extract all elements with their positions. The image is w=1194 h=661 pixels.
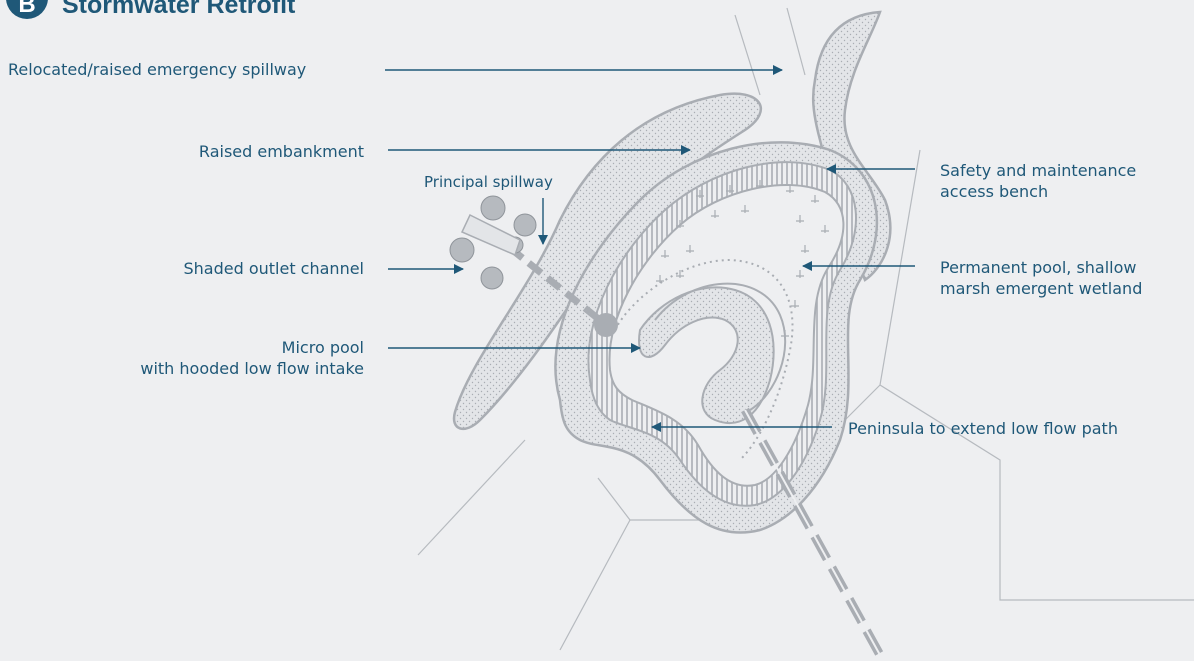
label-permanent-pool-line1: Permanent pool, shallow [940, 257, 1142, 278]
label-permanent-pool-line2: marsh emergent wetland [940, 278, 1142, 299]
label-permanent-pool: Permanent pool, shallow marsh emergent w… [940, 257, 1142, 299]
label-micro-pool-line1: Micro pool [140, 337, 364, 358]
label-safety-bench-line2: access bench [940, 181, 1136, 202]
label-raised-embankment: Raised embankment [199, 141, 364, 162]
label-safety-bench-line1: Safety and maintenance [940, 160, 1136, 181]
label-micro-pool: Micro pool with hooded low flow intake [140, 337, 364, 379]
label-principal-spillway: Principal spillway [424, 172, 553, 193]
label-shaded-outlet-channel: Shaded outlet channel [183, 258, 364, 279]
label-micro-pool-line2: with hooded low flow intake [140, 358, 364, 379]
label-peninsula: Peninsula to extend low flow path [848, 418, 1118, 439]
label-safety-bench: Safety and maintenance access bench [940, 160, 1136, 202]
label-emergency-spillway: Relocated/raised emergency spillway [8, 59, 306, 80]
